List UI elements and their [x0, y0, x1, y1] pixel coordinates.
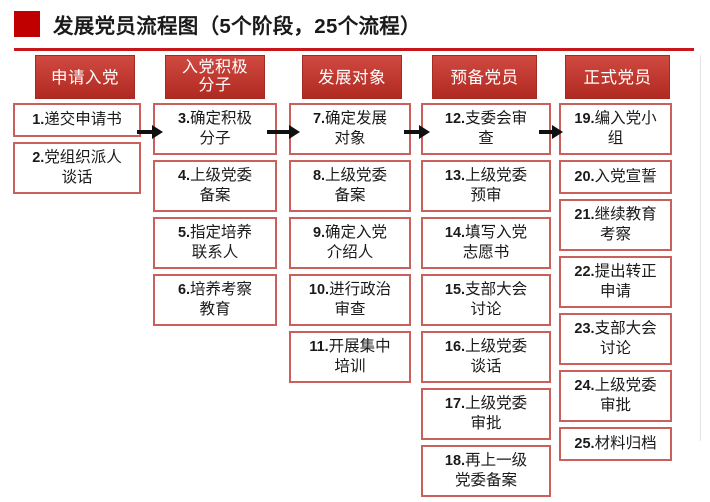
- step-label: 14.填写入党志愿书: [444, 223, 528, 261]
- step-box[interactable]: 1.递交申请书: [13, 103, 141, 137]
- step-box[interactable]: 20.入党宣誓: [559, 160, 672, 194]
- step-label: 20.入党宣誓: [574, 167, 657, 185]
- step-label: 12.支委会审查: [444, 109, 528, 147]
- arrow-head: [152, 125, 163, 139]
- stage-arrow-icon: [267, 125, 302, 139]
- step-box[interactable]: 5.指定培养联系人: [153, 217, 277, 269]
- step-label: 11.开展集中培训: [309, 337, 391, 375]
- title-divider: [14, 48, 694, 51]
- stage-header-5[interactable]: 正式党员: [565, 55, 670, 99]
- stage-header-3[interactable]: 发展对象: [302, 55, 402, 99]
- step-box[interactable]: 13.上级党委预审: [421, 160, 551, 212]
- stage-header-label: 预备党员: [450, 67, 519, 87]
- step-label: 22.提出转正申请: [574, 262, 657, 300]
- step-label: 6.培养考察教育: [177, 280, 253, 318]
- step-label: 25.材料归档: [574, 434, 657, 452]
- step-box[interactable]: 2.党组织派人谈话: [13, 142, 141, 194]
- stage-step-list: 3.确定积极分子 4.上级党委备案 5.指定培养联系人 6.培养考察教育: [153, 103, 277, 331]
- stage-step-list: 12.支委会审查 13.上级党委预审 14.填写入党志愿书 15.支部大会讨论 16.上…: [421, 103, 551, 502]
- step-box[interactable]: 9.确定入党介绍人: [289, 217, 411, 269]
- slide-edge-line: [700, 55, 701, 441]
- step-label: 23.支部大会讨论: [574, 319, 657, 357]
- stage-header-label: 入党积极分子: [181, 59, 248, 94]
- stage-header-label: 发展对象: [318, 67, 386, 87]
- stage-arrow-icon: [404, 125, 432, 139]
- step-label: 17.上级党委审批: [444, 394, 528, 432]
- step-box[interactable]: 19.编入党小组: [559, 103, 672, 155]
- step-label: 8.上级党委备案: [312, 166, 388, 204]
- step-label: 5.指定培养联系人: [177, 223, 253, 261]
- stage-header-label: 申请入党: [51, 67, 119, 87]
- step-label: 7.确定发展对象: [312, 109, 388, 147]
- step-box[interactable]: 23.支部大会讨论: [559, 313, 672, 365]
- step-box[interactable]: 22.提出转正申请: [559, 256, 672, 308]
- step-label: 15.支部大会讨论: [444, 280, 528, 318]
- step-label: 18.再上一级党委备案: [444, 451, 528, 489]
- step-box[interactable]: 25.材料归档: [559, 427, 672, 461]
- stage-step-list: 1.递交申请书 2.党组织派人谈话: [13, 103, 141, 199]
- stage-arrow-icon: [539, 125, 565, 139]
- arrow-shaft: [539, 130, 553, 134]
- step-box[interactable]: 14.填写入党志愿书: [421, 217, 551, 269]
- step-box[interactable]: 3.确定积极分子: [153, 103, 277, 155]
- stage-header-4[interactable]: 预备党员: [432, 55, 537, 99]
- step-label: 2.党组织派人谈话: [32, 148, 122, 186]
- step-box[interactable]: 16.上级党委谈话: [421, 331, 551, 383]
- step-label: 10.进行政治审查: [308, 280, 392, 318]
- step-box[interactable]: 11.开展集中培训: [289, 331, 411, 383]
- stage-header-label: 正式党员: [583, 67, 652, 87]
- flowchart-board: 申请入党 1.递交申请书 2.党组织派人谈话 入党积极分子 3.确定积极分子 4.上级党委…: [0, 55, 710, 497]
- page-title: 发展党员流程图（5个阶段，25个流程）: [53, 15, 421, 38]
- stage-step-list: 19.编入党小组 20.入党宣誓 21.继续教育考察 22.提出转正申请 23.支部大会…: [559, 103, 672, 466]
- arrow-shaft: [404, 130, 420, 134]
- step-box[interactable]: 6.培养考察教育: [153, 274, 277, 326]
- step-label: 21.继续教育考察: [574, 205, 657, 243]
- step-label: 4.上级党委备案: [177, 166, 253, 204]
- title-marker-icon: [14, 11, 40, 37]
- arrow-head: [552, 125, 563, 139]
- step-label: 13.上级党委预审: [444, 166, 528, 204]
- step-label: 9.确定入党介绍人: [312, 223, 388, 261]
- step-box[interactable]: 7.确定发展对象: [289, 103, 411, 155]
- stage-step-list: 7.确定发展对象 8.上级党委备案 9.确定入党介绍人 10.进行政治审查 11.开展集…: [289, 103, 411, 388]
- step-box[interactable]: 18.再上一级党委备案: [421, 445, 551, 497]
- step-box[interactable]: 8.上级党委备案: [289, 160, 411, 212]
- page-title-bar: 发展党员流程图（5个阶段，25个流程）: [0, 0, 710, 48]
- stage-header-1[interactable]: 申请入党: [35, 55, 135, 99]
- step-box[interactable]: 17.上级党委审批: [421, 388, 551, 440]
- step-box[interactable]: 4.上级党委备案: [153, 160, 277, 212]
- step-label: 16.上级党委谈话: [444, 337, 528, 375]
- step-label: 3.确定积极分子: [177, 109, 253, 147]
- step-box[interactable]: 21.继续教育考察: [559, 199, 672, 251]
- arrow-shaft: [267, 130, 290, 134]
- arrow-shaft: [137, 130, 153, 134]
- step-label: 1.递交申请书: [32, 110, 122, 128]
- stage-header-2[interactable]: 入党积极分子: [165, 55, 265, 99]
- step-label: 24.上级党委审批: [574, 376, 657, 414]
- step-box[interactable]: 24.上级党委审批: [559, 370, 672, 422]
- step-box[interactable]: 15.支部大会讨论: [421, 274, 551, 326]
- arrow-head: [289, 125, 300, 139]
- step-box[interactable]: 10.进行政治审查: [289, 274, 411, 326]
- stage-arrow-icon: [137, 125, 165, 139]
- step-box[interactable]: 12.支委会审查: [421, 103, 551, 155]
- step-label: 19.编入党小组: [574, 109, 657, 147]
- arrow-head: [419, 125, 430, 139]
